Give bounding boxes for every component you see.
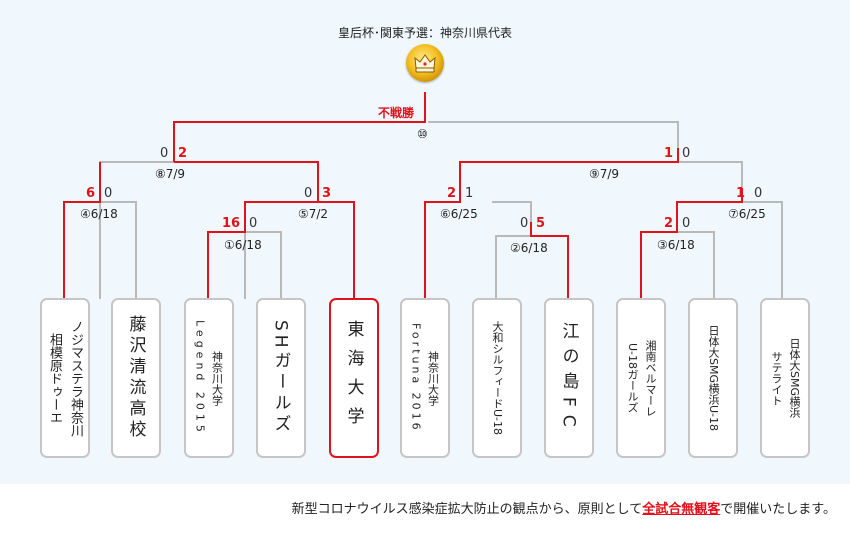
qf5-match-label: ⑤7/2	[298, 207, 329, 221]
team-card-kanagawa-legend: 神奈川大学 Legend 2015	[184, 298, 234, 458]
final-walkover-label: 不戦勝	[378, 106, 415, 120]
notice-after: で開催いたします。	[720, 502, 836, 517]
team-name-line: Fortuna 2016	[409, 323, 423, 433]
r1-2-match-label: ②6/18	[510, 241, 548, 255]
qf6-right-line	[492, 201, 532, 222]
sf1-right-score: 2	[178, 146, 188, 161]
r1-3-right-score: 0	[682, 216, 691, 231]
bracket-lines-red	[63, 92, 743, 299]
team-card-tokai-champion: 東海大学	[329, 298, 379, 458]
qf6-right-score: 1	[465, 186, 474, 201]
team-card-nojima-stella: ノジマステラ神奈川 相模原ドゥーエ	[40, 298, 90, 458]
team-card-enoshima-fc: 江の島FC	[544, 298, 594, 458]
qf7-right-score: 0	[754, 186, 763, 201]
r1-3-right-line	[677, 231, 715, 299]
r1-1-match-label: ①6/18	[224, 238, 262, 252]
team-name-line: 神奈川大学	[210, 350, 224, 406]
team-name-line: 日体大SMG横浜	[788, 338, 801, 418]
sf2-match-label: ⑨7/9	[589, 167, 620, 181]
r1-1-winner-line	[207, 201, 318, 299]
team-card-nittaidai-u18: 日体大SMG横浜U-18	[688, 298, 738, 458]
team-card-sh-girls: SHガールズ	[256, 298, 306, 458]
qf4-winner-line	[63, 162, 101, 299]
sf2-left-score: 1	[664, 146, 674, 161]
team-name-line: SHガールズ	[270, 320, 291, 436]
bracket-area: 皇后杯･関東予選：神奈川県代表 不戦勝 ⑩ 0 2 ⑧7/9 1 0 ⑨7/9 …	[0, 0, 850, 484]
qf4-left-score: 6	[86, 186, 96, 201]
qf5-right-score: 3	[322, 186, 332, 201]
qf5-left-score: 0	[304, 186, 313, 201]
r1-1-right-score: 0	[249, 216, 258, 231]
team-name-line: 江の島FC	[558, 321, 579, 435]
team-name-line: 神奈川大学	[426, 350, 440, 406]
team-name-line: 日体大SMG横浜U-18	[707, 324, 720, 431]
r1-2-left-score: 0	[520, 216, 529, 231]
team-name-line: 藤沢清流高校	[125, 315, 146, 441]
r1-2-left-line	[495, 235, 531, 299]
qf7-left-score: 1	[736, 186, 746, 201]
r1-1-right-line	[245, 231, 282, 299]
team-name-line: ノジマステラ神奈川	[68, 319, 83, 437]
team-card-fujisawa-seiryu: 藤沢清流高校	[111, 298, 161, 458]
qf4-match-label: ④6/18	[80, 207, 118, 221]
team-name-line: 相模原ドゥーエ	[47, 332, 62, 424]
team-name-line: 大和シルフィードU-18	[491, 320, 504, 436]
sf1-winner-line	[174, 161, 355, 299]
team-card-nittaidai-satellite: 日体大SMG横浜 サテライト	[760, 298, 810, 458]
r1-2-right-score: 5	[536, 216, 546, 231]
r1-2-winner-line	[530, 222, 569, 299]
qf6-left-score: 2	[447, 186, 457, 201]
team-name-line: サテライト	[770, 350, 783, 406]
qf7-winner-line	[640, 188, 743, 299]
sf1-match-label: ⑧7/9	[155, 167, 186, 181]
team-card-shonan-bellmare: 湘南ベルマーレ U-18ガールズ	[616, 298, 666, 458]
qf7-match-label: ⑦6/25	[728, 207, 766, 221]
r1-1-left-score: 16	[222, 216, 241, 231]
notice-before: 新型コロナウイルス感染症拡大防止の観点から、原則として	[291, 502, 643, 517]
qf7-right-line	[742, 201, 783, 299]
team-name-line: 湘南ベルマーレ	[644, 339, 657, 417]
qf4-right-line	[100, 201, 137, 299]
r1-3-match-label: ③6/18	[657, 238, 695, 252]
qf4-right-score: 0	[104, 186, 113, 201]
crown-trophy-icon	[406, 44, 444, 82]
team-name-line: U-18ガールズ	[626, 342, 639, 414]
r1-3-left-score: 2	[664, 216, 674, 231]
sf1-left-score: 0	[160, 146, 169, 161]
team-name-line: Legend 2015	[193, 320, 207, 436]
bracket-lines	[63, 92, 783, 299]
qf6-match-label: ⑥6/25	[440, 207, 478, 221]
notice-highlight: 全試合無観客	[642, 502, 721, 517]
final-match-label: ⑩	[417, 127, 428, 141]
team-name-line: 東海大学	[343, 320, 364, 436]
team-card-yamato-sylphid: 大和シルフィードU-18	[472, 298, 522, 458]
team-card-kanagawa-fortuna: 神奈川大学 Fortuna 2016	[400, 298, 450, 458]
tournament-title: 皇后杯･関東予選：神奈川県代表	[337, 26, 512, 40]
final-right-line	[428, 121, 679, 148]
sf2-right-score: 0	[682, 146, 691, 161]
sf2-winner-line	[424, 148, 679, 299]
final-winner-line	[173, 92, 426, 162]
sf2-right-line	[602, 161, 743, 188]
notice-text: 新型コロナウイルス感染症拡大防止の観点から、原則として全試合無観客で開催いたしま…	[292, 498, 836, 517]
